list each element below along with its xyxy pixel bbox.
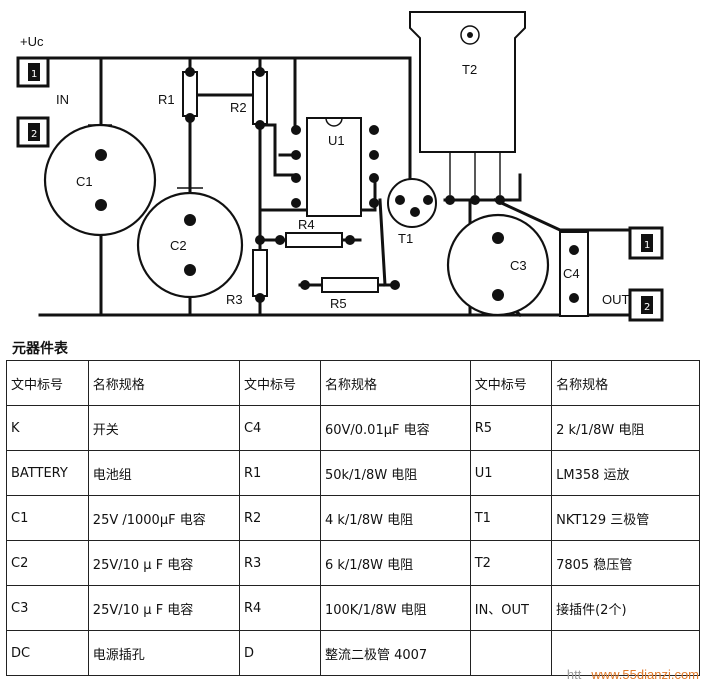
table-cell: 100K/1/8W 电阻	[319, 585, 471, 631]
capacitor-c1: C1	[43, 123, 157, 237]
watermark-site: www.55dianzi.com	[591, 667, 699, 682]
c1-label: C1	[76, 174, 93, 189]
resistor-r2: R2	[230, 67, 268, 130]
regulator-t2: T2	[409, 11, 526, 205]
r1-label: R1	[158, 92, 175, 107]
table-cell: 2 k/1/8W 电阻	[551, 405, 700, 451]
in-connector: 1 2	[16, 56, 50, 148]
table-cell: U1	[469, 450, 553, 496]
table-cell: R5	[469, 405, 553, 451]
out-pin1-label: 1	[644, 240, 650, 251]
table-header-row: 文中标号 名称规格 文中标号 名称规格 文中标号 名称规格	[6, 360, 700, 406]
header-name-3: 名称规格	[551, 360, 700, 406]
table-cell	[551, 630, 700, 676]
header-code-2: 文中标号	[238, 360, 321, 406]
r4-label: R4	[298, 217, 315, 232]
c2-label: C2	[170, 238, 187, 253]
table-cell: T2	[469, 540, 553, 586]
table-row: C2 25V/10 μ F 电容 R3 6 k/1/8W 电阻 T2 7805 …	[6, 540, 700, 586]
u1-label: U1	[328, 133, 345, 148]
table-cell: DC	[6, 630, 89, 676]
table-cell: C2	[6, 540, 89, 586]
header-code-3: 文中标号	[469, 360, 553, 406]
table-row: DC 电源插孔 D 整流二极管 4007	[6, 630, 700, 676]
table-cell: K	[6, 405, 89, 451]
table-cell: 电源插孔	[87, 630, 240, 676]
c3-label: C3	[510, 258, 527, 273]
in-pin2-label: 2	[31, 129, 37, 140]
table-cell: 50k/1/8W 电阻	[319, 450, 471, 496]
resistor-r4: R4	[275, 217, 355, 248]
resistor-r1: R1	[158, 67, 198, 123]
resistor-r5: R5	[300, 277, 400, 311]
out-label: OUT	[602, 292, 630, 307]
components-table: 文中标号 名称规格 文中标号 名称规格 文中标号 名称规格 K 开关 C4 60…	[6, 360, 700, 676]
table-row: C1 25V /1000μF 电容 R2 4 k/1/8W 电阻 T1 NKT1…	[6, 495, 700, 541]
r2-label: R2	[230, 100, 247, 115]
c4-label: C4	[563, 266, 580, 281]
table-cell	[469, 630, 553, 676]
table-cell: 电池组	[87, 450, 240, 496]
table-cell: 25V/10 μ F 电容	[87, 585, 240, 631]
table-cell: R4	[238, 585, 321, 631]
table-row: K 开关 C4 60V/0.01μF 电容 R5 2 k/1/8W 电阻	[6, 405, 700, 451]
transistor-t1: T1	[387, 178, 437, 246]
table-cell: 25V/10 μ F 电容	[87, 540, 240, 586]
table-cell: C3	[6, 585, 89, 631]
table-cell: NKT129 三极管	[551, 495, 700, 541]
table-cell: 7805 稳压管	[551, 540, 700, 586]
t2-label: T2	[462, 62, 477, 77]
table-cell: 接插件(2个)	[551, 585, 700, 631]
table-cell: C4	[238, 405, 321, 451]
capacitor-c2: C2	[136, 187, 244, 299]
table-row: C3 25V/10 μ F 电容 R4 100K/1/8W 电阻 IN、OUT …	[6, 585, 700, 631]
t1-label: T1	[398, 231, 413, 246]
table-cell: 开关	[87, 405, 240, 451]
table-cell: D	[238, 630, 321, 676]
table-cell: T1	[469, 495, 553, 541]
pcb-layout-diagram: 1 2 +Uc IN C1 C2 R1 R2 R3	[16, 11, 664, 322]
out-pin2-label: 2	[644, 302, 650, 313]
table-cell: 25V /1000μF 电容	[87, 495, 240, 541]
header-name-2: 名称规格	[319, 360, 471, 406]
in-label: IN	[56, 92, 69, 107]
table-cell: R3	[238, 540, 321, 586]
r3-label: R3	[226, 292, 243, 307]
watermark-prefix: htt	[566, 667, 582, 682]
r5-label: R5	[330, 296, 347, 311]
header-name-1: 名称规格	[87, 360, 240, 406]
ic-u1: U1	[291, 117, 379, 217]
watermark: htt www.55dianzi.com	[567, 667, 699, 682]
vcc-label: +Uc	[20, 34, 44, 49]
table-cell: IN、OUT	[469, 585, 553, 631]
table-cell: 6 k/1/8W 电阻	[319, 540, 471, 586]
header-code-1: 文中标号	[6, 360, 89, 406]
table-cell: 整流二极管 4007	[319, 630, 471, 676]
resistor-r3: R3	[226, 235, 268, 307]
out-connector: 1 2	[628, 226, 664, 322]
capacitor-c3: C3	[446, 213, 550, 317]
capacitor-c4: C4	[559, 231, 589, 317]
table-cell: C1	[6, 495, 89, 541]
table-cell: LM358 运放	[551, 450, 700, 496]
table-cell: 4 k/1/8W 电阻	[319, 495, 471, 541]
table-caption: 元器件表	[12, 341, 68, 357]
table-cell: 60V/0.01μF 电容	[319, 405, 471, 451]
table-cell: R1	[238, 450, 321, 496]
table-cell: R2	[238, 495, 321, 541]
table-cell: BATTERY	[6, 450, 89, 496]
in-pin1-label: 1	[31, 69, 37, 80]
table-row: BATTERY 电池组 R1 50k/1/8W 电阻 U1 LM358 运放	[6, 450, 700, 496]
